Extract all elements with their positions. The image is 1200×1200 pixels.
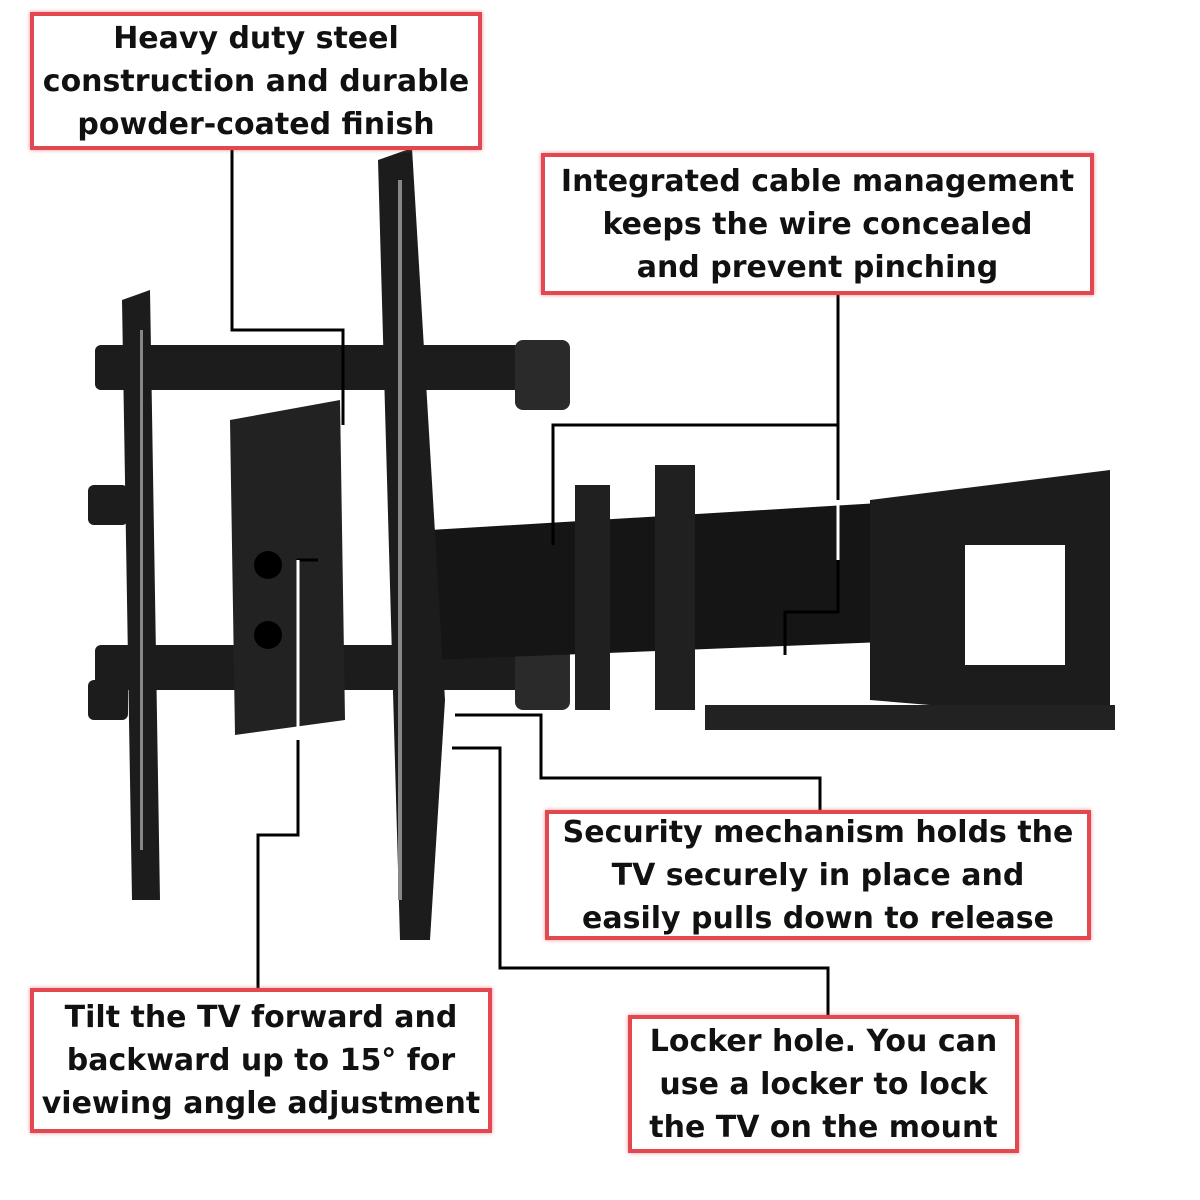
callout-cable-management: Integrated cable management keeps the wi…	[541, 153, 1094, 295]
right-rail	[378, 148, 445, 940]
callout-steel-construction: Heavy duty steel construction and durabl…	[30, 12, 482, 150]
tilt-plate	[230, 400, 345, 735]
callout-security-mechanism: Security mechanism holds the TV securely…	[545, 810, 1091, 940]
upper-crossbar	[95, 345, 565, 390]
callout-tilt: Tilt the TV forward and backward up to 1…	[30, 988, 492, 1133]
callout-locker-hole: Locker hole. You can use a locker to loc…	[628, 1015, 1019, 1153]
leader-lines	[230, 150, 840, 1015]
